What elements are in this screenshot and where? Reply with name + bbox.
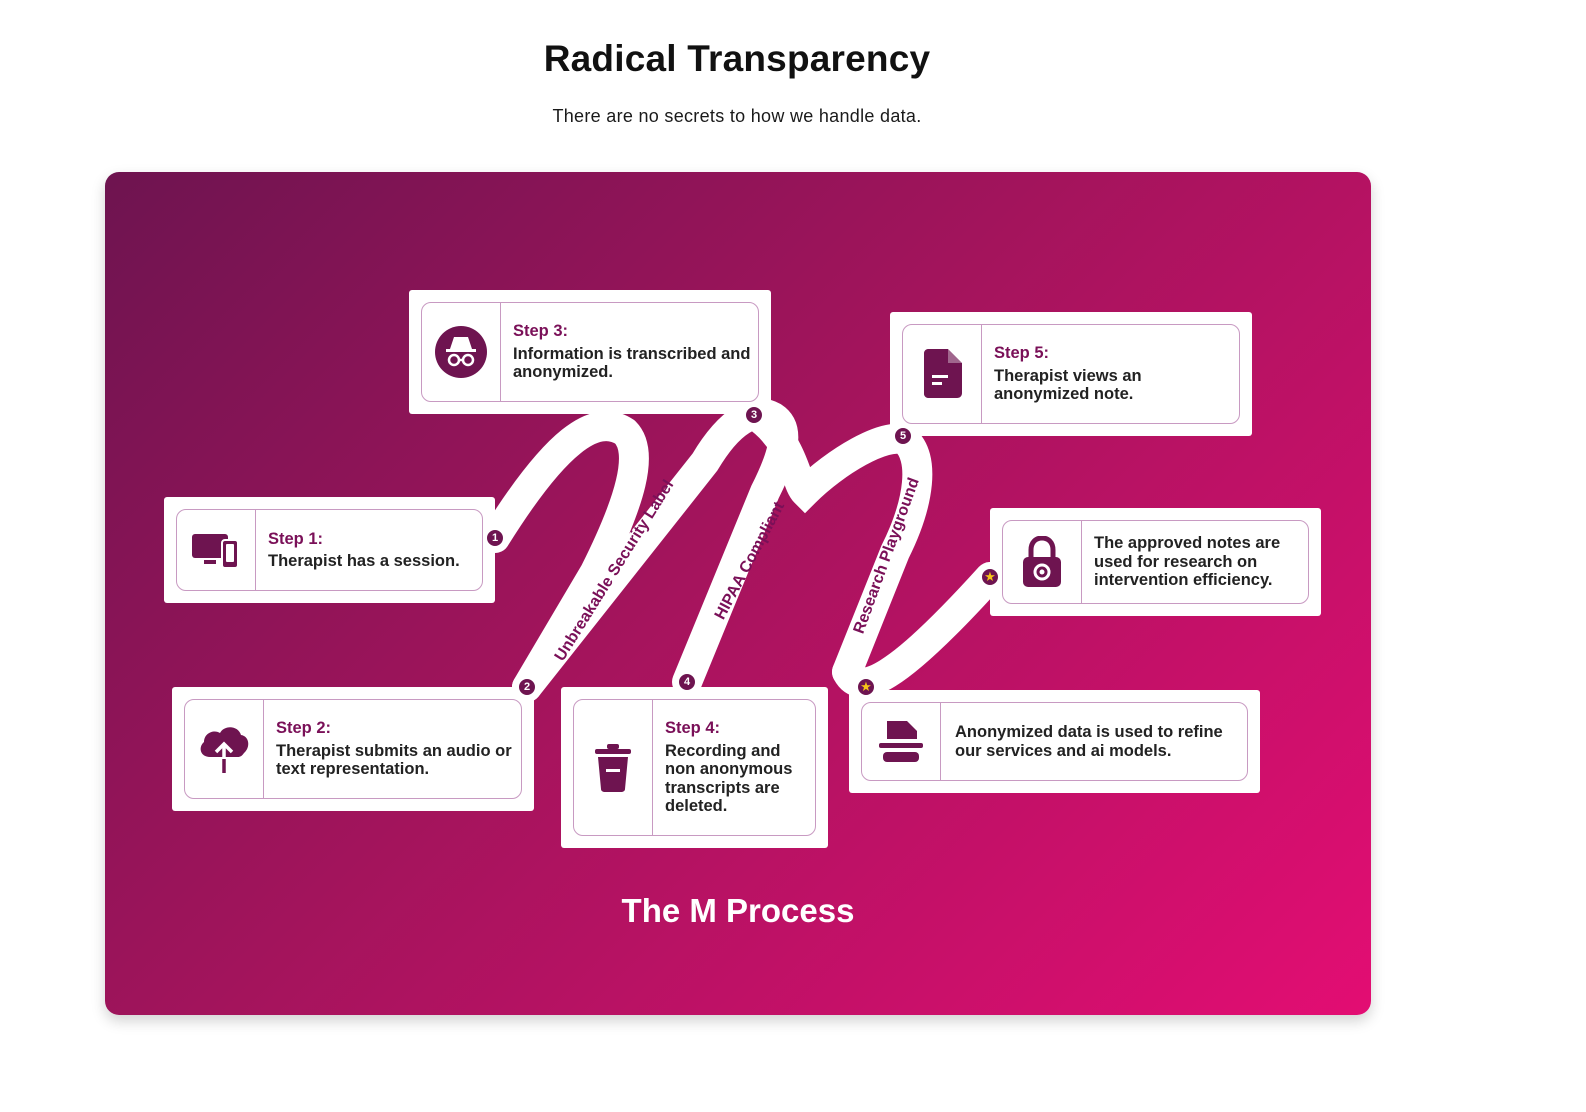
step-1-label: Step 1: <box>268 529 324 548</box>
star-marker-refine: ★ <box>856 677 876 697</box>
step-3-card: Step 3: Information is transcribed and a… <box>409 290 771 414</box>
star-marker-research: ★ <box>980 567 1000 587</box>
m-path <box>480 398 1005 702</box>
step-4-label: Step 4: <box>665 719 721 738</box>
step-1-text: Therapist has a session. <box>268 552 460 570</box>
devices-icon <box>177 510 256 590</box>
page-subtitle: There are no secrets to how we handle da… <box>552 106 922 126</box>
step-4-text: Recording and non anonymous transcripts … <box>665 741 793 816</box>
step-2-label: Step 2: <box>276 719 332 738</box>
incognito-icon <box>422 303 501 401</box>
step-2-card: Step 2: Therapist submits an audio or te… <box>172 687 534 811</box>
cloud-upload-icon <box>185 700 264 798</box>
diagram-title: The M Process <box>621 892 855 929</box>
marker-1: 1 <box>485 528 505 548</box>
marker-5: 5 <box>893 426 913 446</box>
research-text: The approved notes are used for research… <box>1094 534 1281 590</box>
trash-icon <box>574 700 653 835</box>
step-5-text: Therapist views an anonymized note. <box>994 366 1142 404</box>
step-2-text: Therapist submits an audio or text repre… <box>276 741 512 779</box>
marker-3: 3 <box>744 405 764 425</box>
page-title: Radical Transparency <box>543 38 931 79</box>
step-1-card: Step 1: Therapist has a session. <box>164 497 495 603</box>
m-process-diagram: Unbreakable Security Label HIPAA Complia… <box>105 172 1371 1015</box>
marker-2: 2 <box>517 677 537 697</box>
step-3-label: Step 3: <box>513 322 569 341</box>
research-card: The approved notes are used for research… <box>990 508 1321 616</box>
lock-icon <box>1003 521 1082 603</box>
step-5-card: Step 5: Therapist views an anonymized no… <box>890 312 1252 436</box>
step-4-card: Step 4: Recording and non anonymous tran… <box>561 687 828 848</box>
file-stack-icon <box>862 703 941 780</box>
refine-card: Anonymized data is used to refine our se… <box>849 690 1260 793</box>
step-5-label: Step 5: <box>994 344 1050 363</box>
document-icon <box>903 325 982 423</box>
refine-text: Anonymized data is used to refine our se… <box>955 723 1223 760</box>
marker-4: 4 <box>677 672 697 692</box>
step-3-text: Information is transcribed and anonymize… <box>513 344 751 382</box>
